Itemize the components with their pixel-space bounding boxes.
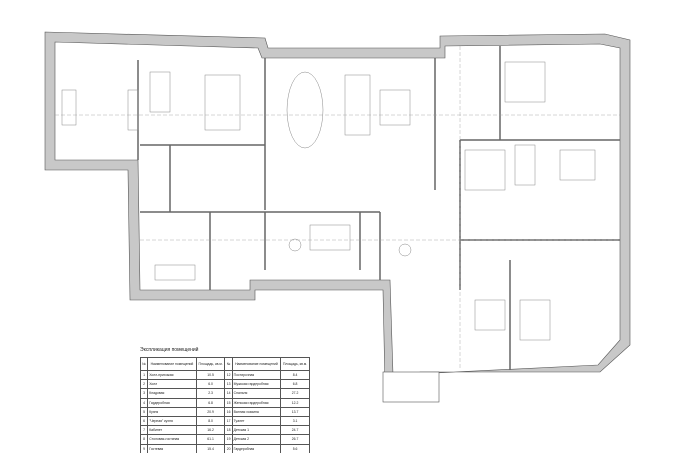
room-name: Спальня [231, 388, 282, 399]
room-name: Мужская гардеробная [231, 379, 282, 390]
furniture [61, 61, 596, 341]
room-name: Женская гардеробная [231, 397, 282, 408]
room-schedule-title: Экспликация помещений [140, 347, 199, 353]
room-number: 19 [224, 434, 233, 445]
room-area: 27.2 [280, 388, 310, 399]
room-name: Ванная хозяина [231, 406, 282, 417]
room-area: 16.2 [195, 425, 226, 436]
room-number: 16 [224, 406, 233, 417]
room-area: 61.1 [195, 434, 226, 445]
room-area: 6.0 [195, 379, 226, 390]
room-area: 3.1 [280, 415, 310, 427]
room-name: Кладовая [147, 388, 197, 399]
room-name: Детская 1 [231, 425, 282, 436]
room-area: 24.7 [280, 425, 310, 436]
room-area: 13.7 [280, 406, 310, 417]
room-area: 6.8 [195, 397, 226, 408]
room-area: 6.8 [280, 379, 310, 390]
room-number: 3 [139, 388, 149, 399]
col-num: № [139, 357, 149, 371]
room-name: Кабинет [147, 425, 197, 436]
room-schedule: Экспликация помещений № Наименование пом… [139, 347, 310, 453]
axis-lines [55, 46, 620, 370]
room-number: 6 [139, 415, 149, 427]
room-name: Холл-прихожая [147, 369, 197, 381]
room-name: Детская 2 [231, 434, 282, 445]
room-number: 12 [224, 369, 233, 381]
room-number: 4 [139, 397, 149, 408]
exterior-walls [44, 31, 631, 403]
room-number: 8 [139, 434, 149, 445]
room-number: 13 [224, 379, 233, 390]
room-area: 26.7 [280, 434, 310, 445]
room-number: 9 [139, 443, 149, 453]
room-name: "Черная" кухня [147, 415, 197, 427]
room-name: Туалет [231, 415, 282, 427]
room-name: Гардеробная [147, 397, 197, 408]
interior-walls [137, 46, 620, 370]
room-name: Постирочная [231, 369, 282, 381]
room-number: 5 [139, 406, 149, 417]
room-area: 8.4 [280, 369, 310, 381]
col-area: Площадь, кв.м. [280, 357, 310, 371]
room-area: 20.9 [195, 406, 226, 417]
room-name: Кухня [147, 406, 197, 417]
room-name: Столовая-гостиная [147, 434, 197, 445]
room-area: 10.5 [195, 369, 226, 381]
room-name: Гостевая [147, 443, 197, 453]
room-number: 14 [224, 388, 233, 399]
room-area: 12.2 [280, 397, 310, 408]
room-number: 17 [224, 415, 233, 427]
room-number: 15 [224, 397, 233, 408]
room-number: 18 [224, 425, 233, 436]
room-schedule-table: № Наименование помещений Площадь, кв.м. … [139, 357, 310, 453]
room-name: Гардеробная [231, 443, 282, 453]
col-area: Площадь, кв.м. [195, 357, 226, 371]
room-name: Холл [147, 379, 197, 390]
room-area: 2.3 [195, 388, 226, 399]
room-area: 5.6 [280, 443, 310, 453]
room-number: 7 [139, 425, 149, 436]
col-name: Наименование помещений [231, 357, 282, 371]
room-area: 15.4 [195, 443, 226, 453]
room-number: 2 [139, 379, 149, 390]
room-area: 8.0 [195, 415, 226, 427]
table-header-row: № Наименование помещений Площадь, кв.м. … [139, 357, 310, 371]
room-number: 1 [139, 369, 149, 381]
col-num: № [224, 357, 233, 371]
room-number: 20 [224, 443, 233, 453]
col-name: Наименование помещений [147, 357, 197, 371]
